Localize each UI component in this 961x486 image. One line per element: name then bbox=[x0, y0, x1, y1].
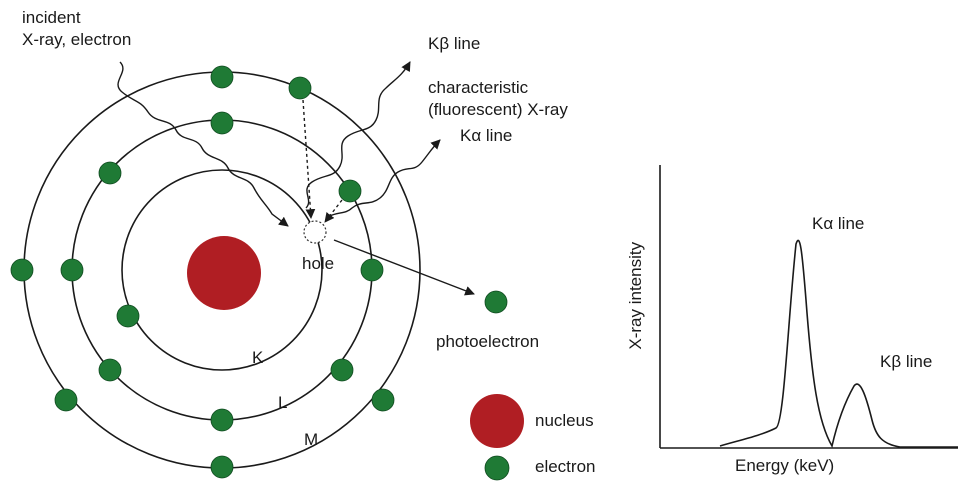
electron bbox=[360, 258, 384, 282]
electrons-l-shell bbox=[60, 111, 384, 432]
legend-electron-label: electron bbox=[535, 457, 596, 476]
shell-m-label: M bbox=[304, 430, 319, 449]
electron bbox=[98, 358, 122, 382]
electron bbox=[338, 179, 362, 203]
characteristic-label-line1: characteristic bbox=[428, 78, 529, 97]
spectrum-xlabel: Energy (keV) bbox=[735, 456, 835, 475]
kbeta-transition-arrow bbox=[302, 99, 316, 219]
electron bbox=[10, 258, 34, 282]
spectrum-kbeta-label: Kβ line bbox=[880, 352, 933, 371]
electron bbox=[210, 65, 234, 89]
kalpha-transition-arrow bbox=[324, 199, 343, 223]
electron bbox=[210, 111, 234, 135]
photoelectron-arrow bbox=[333, 239, 475, 296]
photoelectron-dot bbox=[484, 290, 508, 314]
shell-k-label: K bbox=[252, 348, 264, 367]
spectrum-kalpha-label: Kα line bbox=[812, 214, 865, 233]
electron bbox=[54, 388, 78, 412]
hole-marker bbox=[303, 220, 327, 244]
photoelectron-label: photoelectron bbox=[436, 332, 540, 351]
incident-wave-arrow bbox=[117, 61, 289, 227]
incident-label-line1: incident bbox=[22, 8, 81, 27]
electron bbox=[116, 304, 140, 328]
kalpha-emission-wave bbox=[329, 139, 441, 217]
hole-label: hole bbox=[302, 254, 335, 273]
electron bbox=[210, 455, 234, 479]
electron bbox=[98, 161, 122, 185]
nucleus bbox=[187, 236, 261, 310]
legend-electron-symbol bbox=[484, 455, 510, 481]
spectrum-curve bbox=[719, 239, 958, 449]
incident-label-line2: X-ray, electron bbox=[22, 30, 132, 49]
legend-nucleus-label: nucleus bbox=[535, 411, 594, 430]
electron bbox=[330, 358, 354, 382]
kalpha-top-label: Kα line bbox=[460, 126, 513, 145]
characteristic-label-line2: (fluorescent) X-ray bbox=[428, 100, 568, 119]
shell-k bbox=[121, 169, 323, 371]
electron bbox=[210, 408, 234, 432]
electrons-m-shell bbox=[10, 65, 395, 479]
shell-l-label: L bbox=[278, 393, 288, 412]
spectrum-chart bbox=[659, 165, 958, 449]
electrons-k-shell bbox=[116, 304, 140, 328]
kbeta-emission-wave bbox=[305, 61, 411, 209]
kbeta-top-label: Kβ line bbox=[428, 34, 481, 53]
electron bbox=[371, 388, 395, 412]
spectrum-ylabel: X-ray intensity bbox=[626, 241, 646, 350]
electron bbox=[288, 76, 312, 100]
legend-nucleus-symbol bbox=[470, 394, 524, 448]
electron bbox=[60, 258, 84, 282]
